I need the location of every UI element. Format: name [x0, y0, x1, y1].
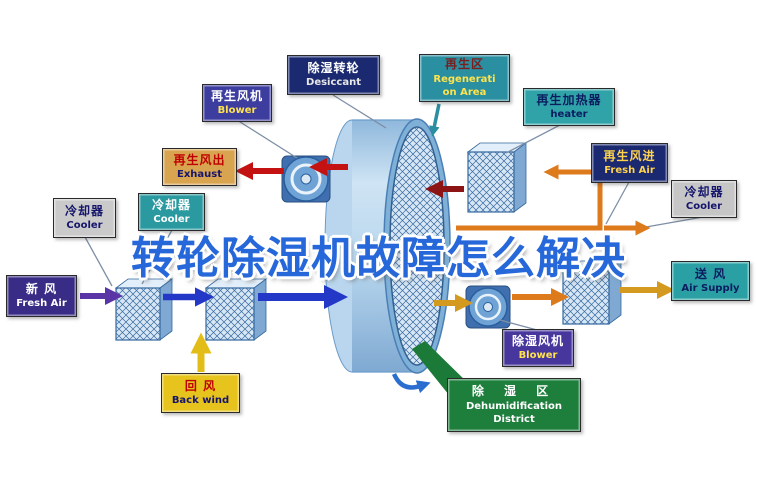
label-dehumid-district-en1: Dehumidification: [465, 400, 563, 412]
label-fresh-air-inlet: 新 风 Fresh Air: [6, 275, 77, 317]
label-regeneration-area: 再生区 Regenerati on Area: [419, 54, 510, 102]
label-back-wind-zh: 回 风: [184, 378, 217, 393]
label-regen-heater-en: heater: [550, 109, 588, 121]
label-air-supply: 送 风 Air Supply: [671, 261, 750, 301]
heat-exchanger-mixing: [204, 278, 268, 341]
label-desiccant-wheel-zh: 除湿转轮: [307, 60, 360, 75]
label-regen-blower-zh: 再生风机: [210, 88, 263, 103]
label-cooler-right-zh: 冷却器: [684, 184, 724, 199]
label-cooler-mid-left: 冷却器 Cooler: [138, 193, 205, 231]
label-regen-fresh-air-in: 再生风进 Fresh Air: [591, 143, 668, 183]
label-fresh-air-inlet-en: Fresh Air: [16, 298, 67, 310]
wheel-rotation-arrow-icon: [391, 372, 431, 394]
label-regen-blower: 再生风机 Blower: [202, 84, 272, 122]
label-dehumid-blower: 除湿风机 Blower: [502, 329, 574, 367]
flow-arrows: [80, 103, 675, 372]
label-cooler-far-left: 冷却器 Cooler: [53, 198, 116, 238]
label-desiccant-wheel: 除湿转轮 Desiccant: [287, 55, 380, 95]
label-regeneration-area-en: Regenerati on Area: [433, 73, 496, 98]
arrow-regen-area-pointer: [429, 103, 441, 137]
arrow-regen-fresh-air-in: [456, 164, 603, 231]
label-back-wind-en: Back wind: [171, 395, 230, 407]
label-regen-heater-zh: 再生加热器: [536, 92, 602, 107]
supply-fan-icon: [465, 285, 511, 329]
label-desiccant-wheel-en: Desiccant: [306, 77, 361, 89]
heat-exchanger-regen-heater: [466, 142, 528, 213]
heat-exchanger-supply: [561, 260, 623, 325]
label-air-supply-zh: 送 风: [694, 266, 727, 281]
page-title: 转轮除湿机故障怎么解决: [131, 233, 626, 284]
label-exhaust-en: Exhaust: [177, 169, 222, 181]
label-cooler-right-en: Cooler: [685, 201, 723, 213]
label-cooler-right: 冷却器 Cooler: [671, 180, 737, 218]
label-regen-fresh-air-in-en: Fresh Air: [604, 165, 655, 177]
label-cooler-far-left-zh: 冷却器: [64, 203, 104, 218]
label-regeneration-area-zh: 再生区: [444, 57, 484, 72]
label-dehumid-blower-zh: 除湿风机: [511, 333, 564, 348]
label-regen-heater: 再生加热器 heater: [523, 88, 615, 126]
label-dehumid-blower-en: Blower: [518, 350, 558, 362]
label-air-supply-en: Air Supply: [681, 283, 740, 295]
heat-exchanger-fresh-air-cooler: [114, 278, 174, 341]
label-cooler-mid-left-en: Cooler: [153, 214, 190, 226]
label-exhaust: 再生风出 Exhaust: [162, 148, 237, 186]
label-regen-fresh-air-in-zh: 再生风进: [603, 148, 656, 163]
label-cooler-far-left-en: Cooler: [66, 220, 103, 232]
label-back-wind: 回 风 Back wind: [161, 373, 240, 413]
regen-fan-icon: [281, 155, 331, 203]
label-exhaust-zh: 再生风出: [173, 152, 226, 167]
label-dehumid-district-zh: 除 湿 区: [471, 384, 557, 399]
label-cooler-mid-left-zh: 冷却器: [151, 197, 191, 212]
label-dehumid-district-en2: District: [493, 413, 535, 425]
label-regen-blower-en: Blower: [217, 105, 257, 117]
label-dehumid-district: 除 湿 区 Dehumidification District: [447, 378, 581, 432]
label-fresh-air-inlet-zh: 新 风: [25, 281, 58, 296]
